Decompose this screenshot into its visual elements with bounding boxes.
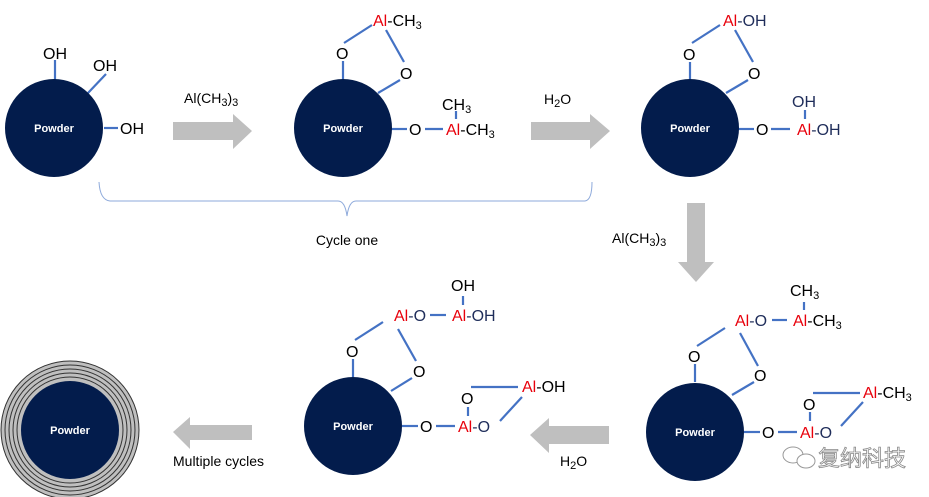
arrow-right-icon xyxy=(531,114,610,149)
powder-core xyxy=(304,377,402,475)
ring-label: Al-OH xyxy=(522,379,566,396)
ring-label: Al-CH3 xyxy=(863,385,912,404)
bond xyxy=(390,377,413,392)
bond xyxy=(87,73,107,94)
coated-particle: Powder xyxy=(0,360,140,497)
oxygen-label: O xyxy=(400,66,412,83)
reagent-label: Al(CH3)3 xyxy=(184,90,238,109)
bond xyxy=(739,332,759,367)
arrow-down-icon xyxy=(678,203,714,282)
bond xyxy=(499,396,523,422)
powder-core xyxy=(21,381,119,479)
ring-label: Al-CH3 xyxy=(373,13,422,32)
oxygen-label: O xyxy=(754,368,766,385)
oxygen-label: O xyxy=(413,364,425,381)
chain-label: Al-O xyxy=(458,419,490,436)
oxygen-label: O xyxy=(461,391,473,408)
powder-label: Powder xyxy=(323,123,363,135)
oxygen-label: O xyxy=(683,47,695,64)
bond xyxy=(343,24,373,44)
chain-label: Al-OH xyxy=(797,122,841,139)
bond xyxy=(377,79,401,94)
multiple-cycles-label: Multiple cycles xyxy=(173,453,264,469)
bond xyxy=(734,29,754,63)
bond xyxy=(397,328,417,362)
oxygen-label: O xyxy=(762,425,774,442)
oxygen-label: O xyxy=(420,419,432,436)
bond xyxy=(354,321,384,341)
methyl-label: CH3 xyxy=(790,283,819,302)
hydroxyl-label: OH xyxy=(93,58,117,75)
step5-particle: Powder Al-O OH Al-OH O O O O Al-O Al-OH xyxy=(304,278,566,475)
oxygen-label: O xyxy=(688,349,700,366)
step2-particle: Powder Al-CH3 O O O CH3 Al-CH3 xyxy=(294,13,495,177)
chain-label: Al-OH xyxy=(452,308,496,325)
step4-particle: Powder Al-O CH3 Al-CH3 O O O O Al-O Al-C… xyxy=(646,283,912,481)
step1-particle: Powder OH OH OH xyxy=(5,46,144,177)
bond xyxy=(691,24,721,44)
step3-particle: Powder Al-OH O O O OH Al-OH xyxy=(641,13,841,177)
oxygen-label: O xyxy=(336,46,348,63)
oxygen-label: O xyxy=(756,122,768,139)
bond xyxy=(731,381,755,396)
bond xyxy=(840,401,864,427)
powder-label: Powder xyxy=(34,123,74,135)
hydroxyl-label: OH xyxy=(43,46,67,63)
powder-core xyxy=(5,79,103,177)
bond xyxy=(385,29,405,63)
ring-label: Al-O xyxy=(394,308,426,325)
arrow-right-icon xyxy=(173,114,252,149)
oxygen-label: O xyxy=(803,397,815,414)
chain-label: Al-CH3 xyxy=(793,313,842,332)
hydroxyl-label: OH xyxy=(120,121,144,138)
cycle-label: Cycle one xyxy=(316,232,378,248)
bond xyxy=(725,79,749,94)
bond xyxy=(696,327,726,347)
powder-label: Powder xyxy=(50,425,90,437)
powder-core xyxy=(294,79,392,177)
powder-label: Powder xyxy=(333,421,373,433)
cycle-brace xyxy=(98,181,593,217)
ring-label: Al-OH xyxy=(723,13,767,30)
reagent-label: Al(CH3)3 xyxy=(612,230,666,249)
oxygen-label: O xyxy=(346,344,358,361)
wechat-icon xyxy=(782,446,816,469)
hydroxyl-label: OH xyxy=(792,94,816,111)
powder-label: Powder xyxy=(670,123,710,135)
chain-label: Al-CH3 xyxy=(446,122,495,141)
powder-core xyxy=(641,79,739,177)
reagent-label: H2O xyxy=(544,91,571,110)
powder-label: Powder xyxy=(675,427,715,439)
hydroxyl-label: OH xyxy=(451,278,475,295)
arrow-left-icon xyxy=(173,417,252,449)
oxygen-label: O xyxy=(748,66,760,83)
watermark-text: 复纳科技 xyxy=(818,447,906,472)
arrow-left-icon xyxy=(530,418,609,453)
methyl-label: CH3 xyxy=(442,97,471,116)
oxygen-label: O xyxy=(409,122,421,139)
ring-label: Al-O xyxy=(735,313,767,330)
powder-core xyxy=(646,383,744,481)
chain-label: Al-O xyxy=(800,425,832,442)
reagent-label: H2O xyxy=(560,453,587,472)
